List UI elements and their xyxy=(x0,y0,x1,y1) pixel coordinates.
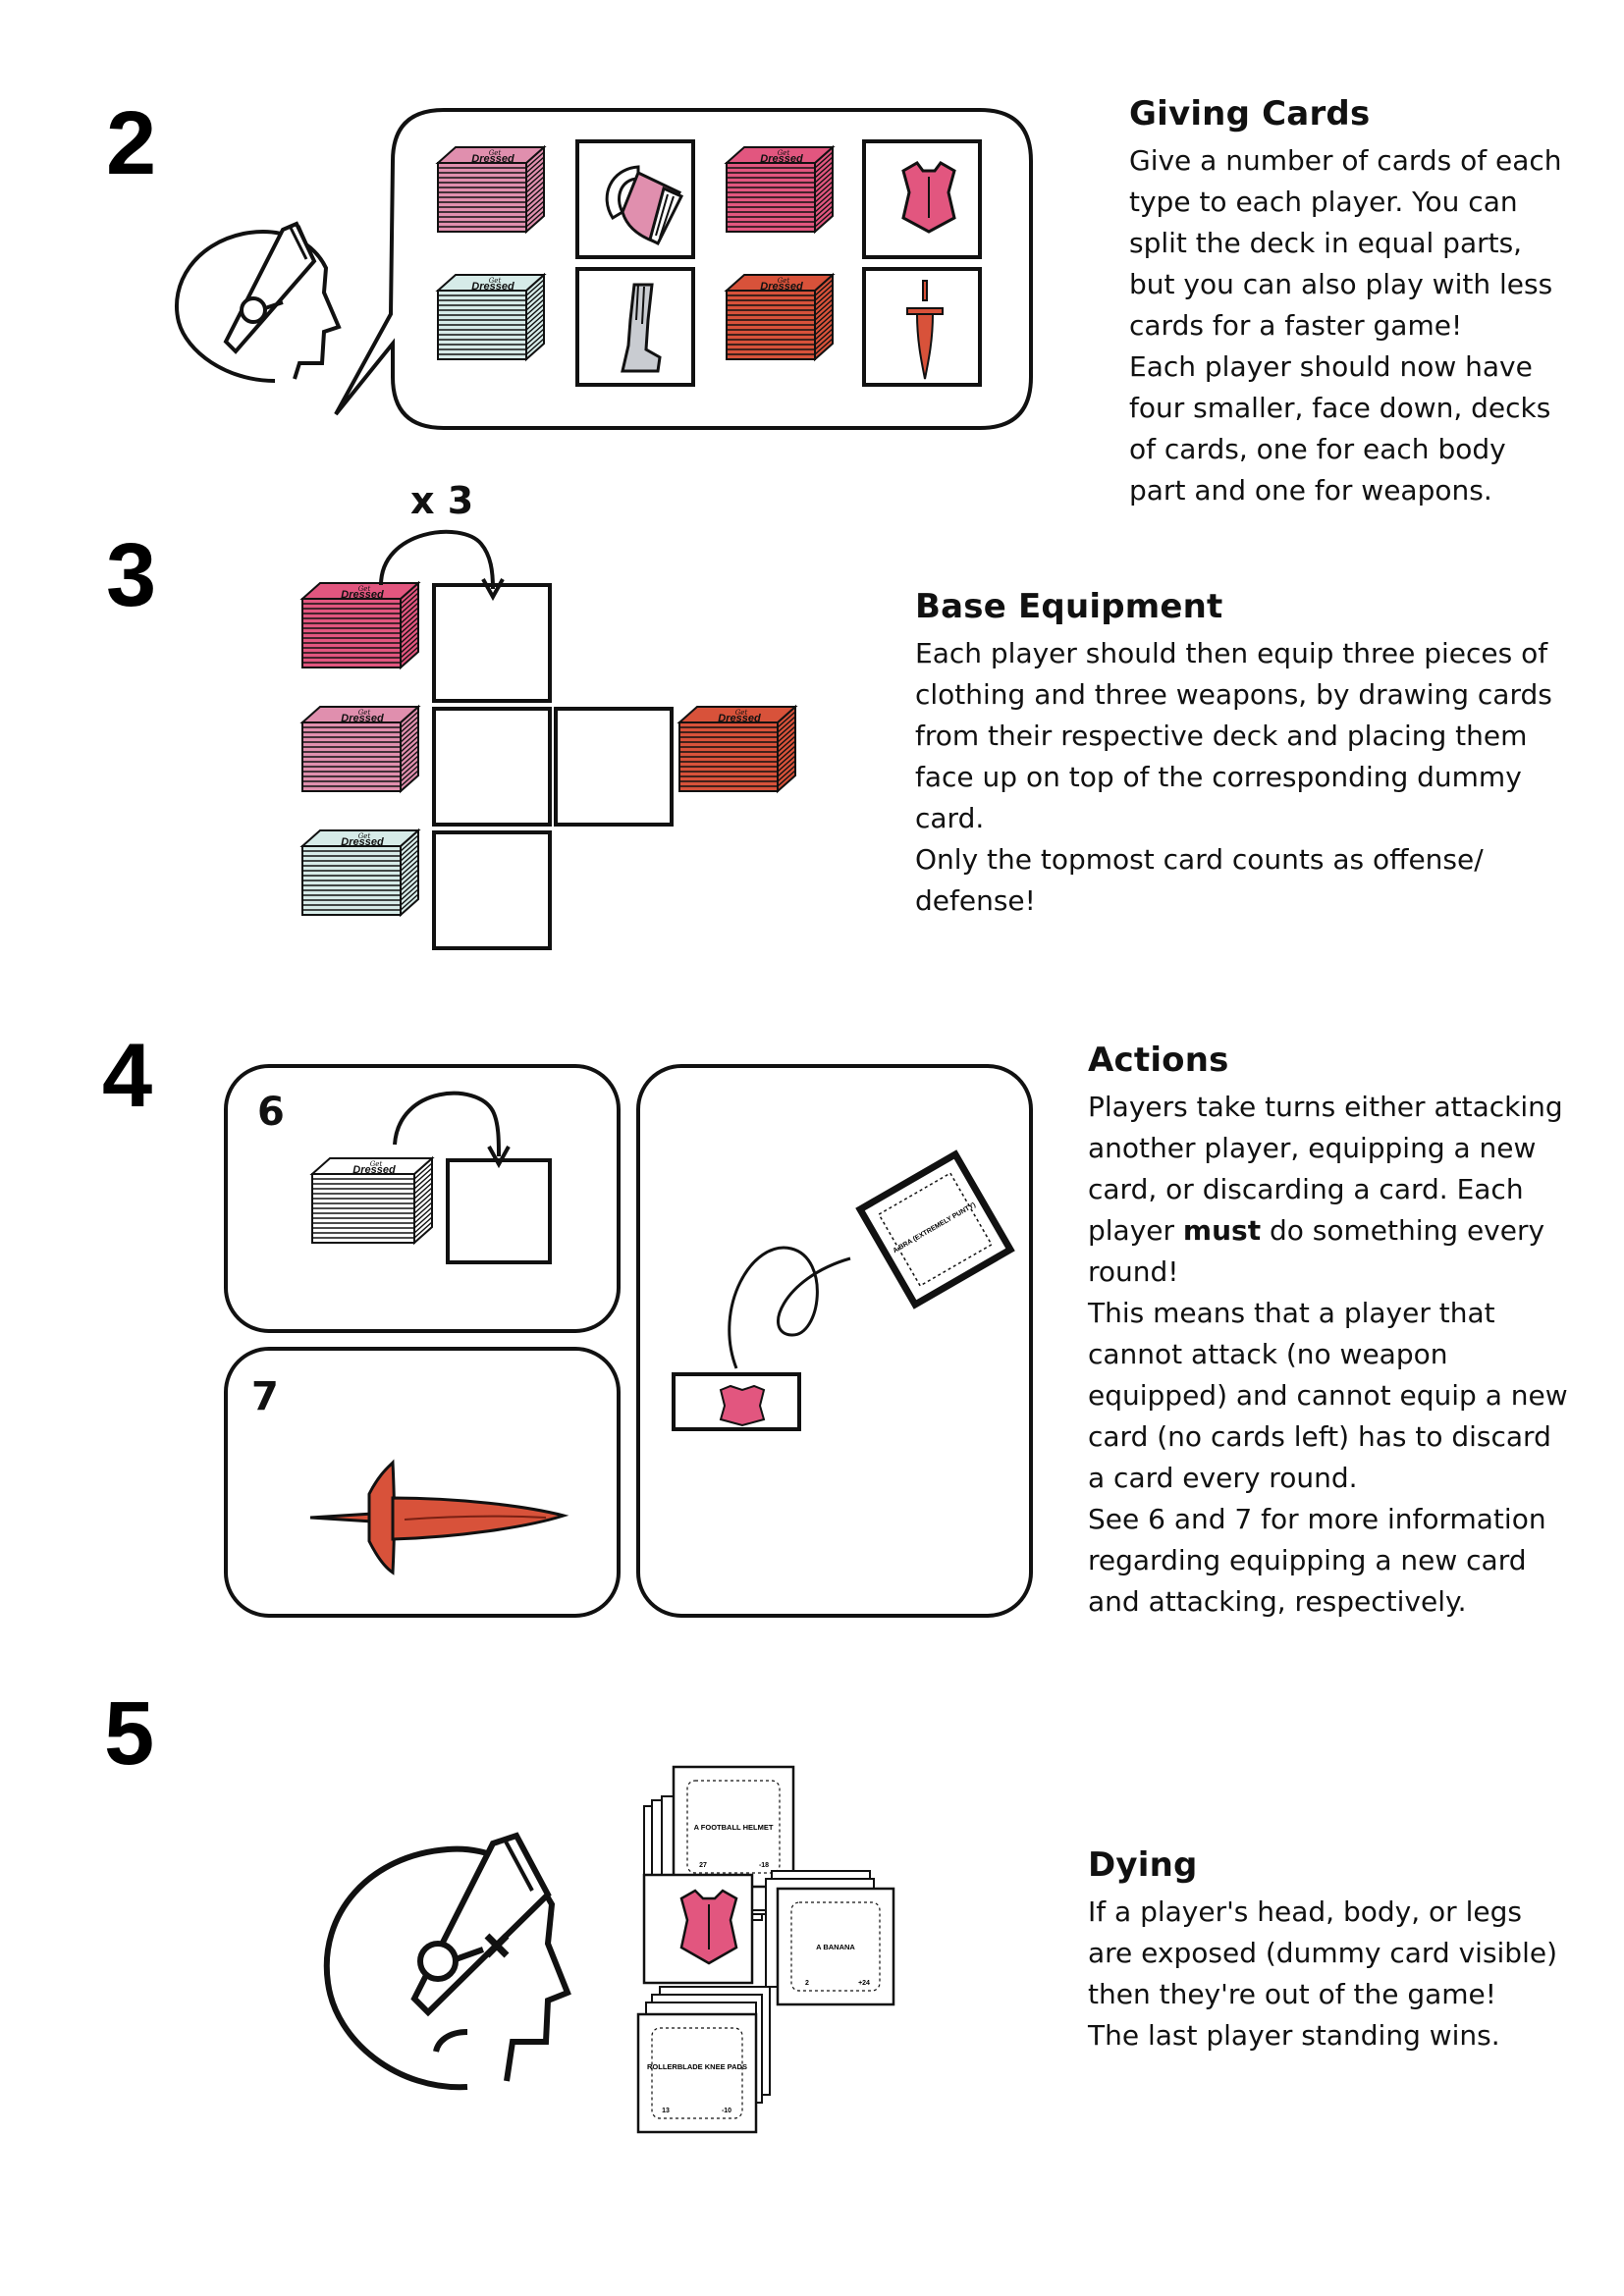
deck-label-script: Get xyxy=(358,585,371,593)
deck-label-script: Get xyxy=(489,149,502,157)
deck-label: Dressed xyxy=(471,281,514,293)
helmet-card-name: A FOOTBALL HELMET xyxy=(694,1823,774,1832)
panel-attack xyxy=(224,1347,621,1618)
dummy-card-legs xyxy=(432,830,552,950)
greave-icon xyxy=(621,283,662,373)
deck-label-script: Get xyxy=(735,709,748,717)
actions-illustration: A BRA (EXTREMELY PUNTY) xyxy=(224,1064,1033,1618)
dagger-icon xyxy=(906,280,944,380)
armor-icon xyxy=(679,1889,738,1965)
giving-cards-body: Give a number of cards of each type to e… xyxy=(1129,143,1562,507)
dying-text: Dying If a player's head, body, or legs … xyxy=(1088,1845,1608,2056)
actions-text: Actions Players take turns either attack… xyxy=(1088,1041,1608,1623)
equip-target-card xyxy=(446,1158,552,1264)
base-equipment-text: Base Equipment Each player should then e… xyxy=(915,587,1602,922)
helmet-icon xyxy=(605,165,684,246)
base-equipment-body: Each player should then equip three piec… xyxy=(915,636,1552,917)
dead-player-icon xyxy=(323,1832,571,2091)
dead-player-cards: A FOOTBALL HELMET 27 -18 A BANANA 2 +24 … xyxy=(636,1765,895,2134)
pads-card-right: -10 xyxy=(722,2108,731,2114)
actions-body: Players take turns either attacking anot… xyxy=(1088,1090,1568,1618)
step-number-5: 5 xyxy=(104,1683,155,1784)
armor-icon-small xyxy=(719,1384,766,1427)
pads-card-left: 13 xyxy=(662,2108,670,2114)
pads-card: ROLLERBLADE KNEE PADS 13 -10 xyxy=(636,2012,758,2134)
step-number-3: 3 xyxy=(106,525,157,625)
discarded-card: A BRA (EXTREMELY PUNTY) xyxy=(855,1149,1015,1309)
must-emphasis: must xyxy=(1182,1213,1262,1247)
discard-arrow xyxy=(728,1246,851,1369)
deck-label-script: Get xyxy=(370,1160,383,1168)
base-equipment-title: Base Equipment xyxy=(915,587,1223,626)
armor-card xyxy=(642,1873,754,1985)
banana-card-left: 2 xyxy=(805,1980,809,1987)
deck-label: Dressed xyxy=(760,281,803,293)
dying-body: If a player's head, body, or legs are ex… xyxy=(1088,1895,1558,2052)
dummy-card-body xyxy=(432,707,552,827)
giving-cards-text: Giving Cards Give a number of cards of e… xyxy=(1129,94,1600,511)
draw-arrow xyxy=(379,529,495,590)
deck-label: Dressed xyxy=(341,713,384,724)
equip-arrow xyxy=(393,1091,501,1157)
deck-label-script: Get xyxy=(778,149,790,157)
deck-label: Dressed xyxy=(471,153,514,165)
deck-label: Dressed xyxy=(341,836,384,848)
deck-label: Dressed xyxy=(352,1164,396,1176)
step-number-4: 4 xyxy=(102,1026,153,1126)
actions-title: Actions xyxy=(1088,1041,1229,1080)
dummy-card-weapon xyxy=(554,707,674,827)
step-number-2: 2 xyxy=(106,93,157,193)
deck-label-script: Get xyxy=(358,832,371,840)
deck-label-script: Get xyxy=(778,277,790,285)
helmet-card-left: 27 xyxy=(699,1862,707,1869)
helmet-card-right: -18 xyxy=(759,1862,769,1869)
armor-icon xyxy=(901,161,956,234)
helmet-card: A FOOTBALL HELMET 27 -18 xyxy=(672,1765,795,1889)
deck-label: Dressed xyxy=(718,713,761,724)
giving-cards-title: Giving Cards xyxy=(1129,94,1371,133)
multiplier-label: x 3 xyxy=(410,479,474,522)
panel-label-7: 7 xyxy=(251,1374,279,1419)
dagger-icon xyxy=(309,1459,569,1575)
dying-title: Dying xyxy=(1088,1845,1198,1885)
panel-discard xyxy=(636,1064,1033,1618)
deck-label-script: Get xyxy=(358,709,371,717)
banana-card-name: A BANANA xyxy=(816,1943,855,1951)
banana-card: A BANANA 2 +24 xyxy=(776,1887,895,2006)
pads-card-name: ROLLERBLADE KNEE PADS xyxy=(647,2062,747,2071)
dummy-card-head xyxy=(432,583,552,703)
player-head-icon xyxy=(175,221,342,383)
deck-label: Dressed xyxy=(760,153,803,165)
panel-label-6: 6 xyxy=(257,1090,285,1135)
banana-card-right: +24 xyxy=(858,1980,870,1987)
deck-label-script: Get xyxy=(489,277,502,285)
deck-label: Dressed xyxy=(341,589,384,601)
